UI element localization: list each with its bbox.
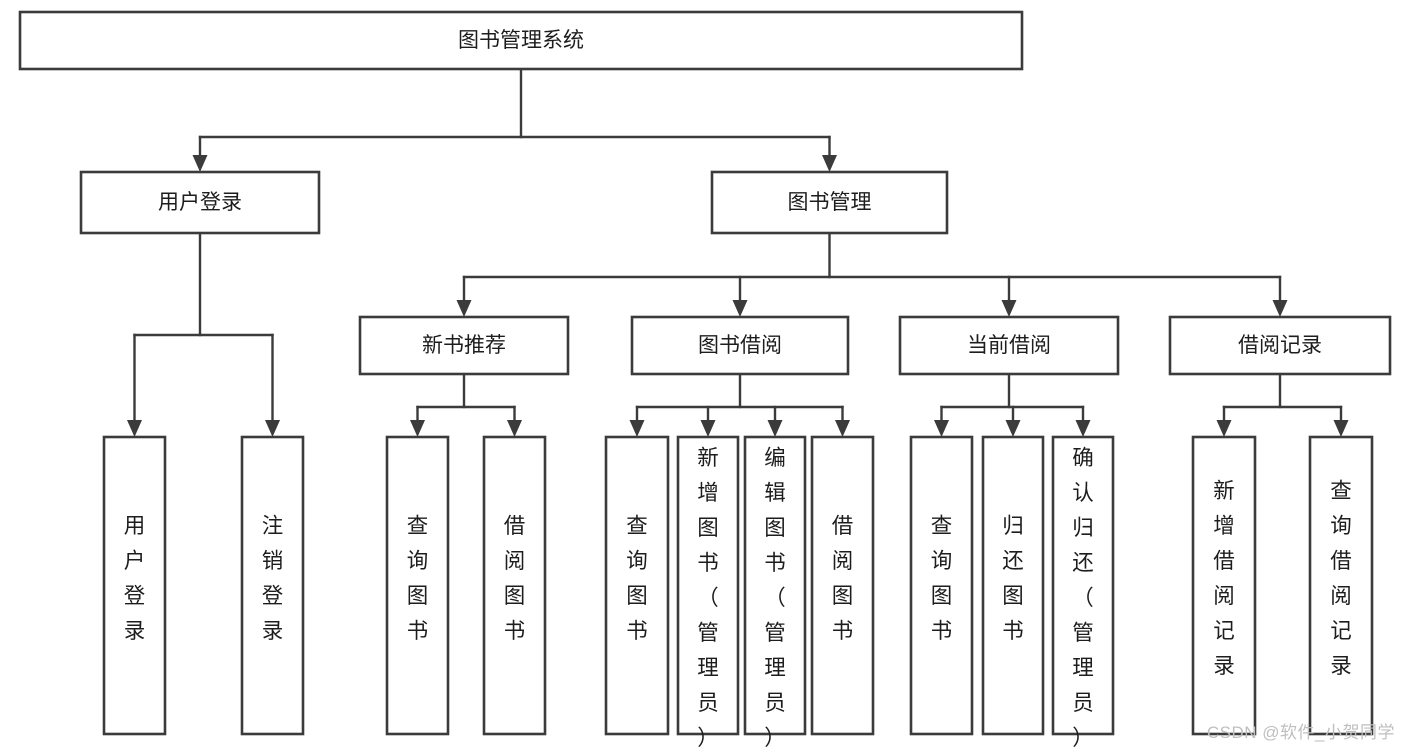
- node-label: 借阅图书: [832, 514, 854, 643]
- node-box: [676, 435, 740, 736]
- current-fan-arrow-2: [1075, 420, 1091, 437]
- node-box: [1308, 435, 1374, 736]
- node-box: [909, 435, 974, 736]
- root-fan-arrow-0: [192, 155, 208, 172]
- node-level1-1[interactable]: 图书管理: [710, 170, 949, 235]
- root-fan-arrow-1: [822, 155, 837, 172]
- node-box: [981, 435, 1045, 736]
- node-label: 查询图书: [931, 514, 953, 643]
- node-label: 借阅记录: [1238, 334, 1322, 357]
- borrow-fan-arrow-3: [835, 420, 850, 437]
- borrow-fan-arrow-1: [700, 420, 716, 437]
- node-leaf-8[interactable]: 查询图书: [909, 435, 974, 736]
- node-label: 借阅图书: [504, 514, 526, 643]
- node-box: [630, 315, 850, 376]
- node-leaf-0[interactable]: 用户登录: [102, 435, 167, 736]
- newbook-fan-arrow-1: [507, 420, 522, 437]
- node-leaf-5[interactable]: 新增图书（管理员）: [676, 435, 740, 747]
- mgmt-fan-arrow-1: [732, 300, 748, 317]
- current-fan-arrow-0: [934, 420, 949, 437]
- node-leaf-6[interactable]: 编辑图书（管理员）: [743, 435, 807, 747]
- node-label: 图书借阅: [698, 334, 782, 357]
- node-box: [102, 435, 167, 736]
- connector-layer: [127, 67, 1349, 437]
- current-fan-arrow-1: [1005, 420, 1021, 437]
- node-box: [482, 435, 547, 736]
- node-leaf-4[interactable]: 查询图书: [604, 435, 670, 736]
- node-box: [358, 315, 570, 376]
- node-leaf-2[interactable]: 查询图书: [385, 435, 450, 736]
- node-label: 查询图书: [407, 514, 429, 643]
- node-leaf-10[interactable]: 确认归还（管理员）: [1051, 435, 1115, 747]
- login-fan-arrow-0: [127, 420, 142, 437]
- mgmt-fan-arrow-0: [456, 300, 472, 317]
- node-leaf-12[interactable]: 查询借阅记录: [1308, 435, 1374, 736]
- node-box: [1191, 435, 1257, 736]
- node-box: [1168, 315, 1392, 376]
- node-leaf-9[interactable]: 归还图书: [981, 435, 1045, 736]
- node-label: 新增图书（管理员）: [697, 446, 719, 747]
- node-box: [240, 435, 305, 736]
- mgmt-fan-arrow-2: [1001, 300, 1017, 317]
- node-leaf-1[interactable]: 注销登录: [240, 435, 305, 736]
- node-box: [18, 10, 1024, 71]
- node-label: 注销登录: [262, 514, 284, 643]
- node-root-0[interactable]: 图书管理系统: [18, 10, 1024, 71]
- node-leaf-7[interactable]: 借阅图书: [810, 435, 875, 736]
- node-label: 图书管理: [788, 191, 872, 214]
- node-box: [710, 170, 949, 235]
- node-label: 当前借阅: [967, 334, 1051, 357]
- node-layer: 图书管理系统用户登录图书管理新书推荐图书借阅当前借阅借阅记录用户登录注销登录查询…: [18, 10, 1392, 747]
- node-level2-0[interactable]: 新书推荐: [358, 315, 570, 376]
- node-box: [604, 435, 670, 736]
- node-label: 归还图书: [1002, 514, 1024, 643]
- borrow-fan-arrow-2: [767, 420, 783, 437]
- node-label: 新书推荐: [422, 334, 506, 357]
- node-box: [743, 435, 807, 736]
- node-label: 查询借阅记录: [1330, 479, 1352, 678]
- node-box: [385, 435, 450, 736]
- node-box: [898, 315, 1120, 376]
- node-box: [810, 435, 875, 736]
- mgmt-fan-arrow-3: [1272, 300, 1288, 317]
- node-label: 查询图书: [626, 514, 648, 643]
- node-label: 用户登录: [124, 514, 146, 643]
- node-leaf-11[interactable]: 新增借阅记录: [1191, 435, 1257, 736]
- record-fan-arrow-1: [1333, 420, 1349, 437]
- node-level2-3[interactable]: 借阅记录: [1168, 315, 1392, 376]
- node-box: [79, 170, 321, 235]
- node-box: [1051, 435, 1115, 736]
- node-level1-0[interactable]: 用户登录: [79, 170, 321, 235]
- node-level2-1[interactable]: 图书借阅: [630, 315, 850, 376]
- node-leaf-3[interactable]: 借阅图书: [482, 435, 547, 736]
- node-label: 确认归还（管理员）: [1072, 446, 1094, 747]
- node-label: 编辑图书（管理员）: [764, 446, 786, 747]
- newbook-fan-arrow-0: [410, 420, 425, 437]
- node-label: 图书管理系统: [458, 29, 584, 52]
- record-fan-arrow-0: [1216, 420, 1232, 437]
- borrow-fan-arrow-0: [629, 420, 645, 437]
- node-level2-2[interactable]: 当前借阅: [898, 315, 1120, 376]
- login-fan-arrow-1: [265, 420, 280, 437]
- node-label: 用户登录: [158, 191, 242, 214]
- node-label: 新增借阅记录: [1213, 479, 1235, 678]
